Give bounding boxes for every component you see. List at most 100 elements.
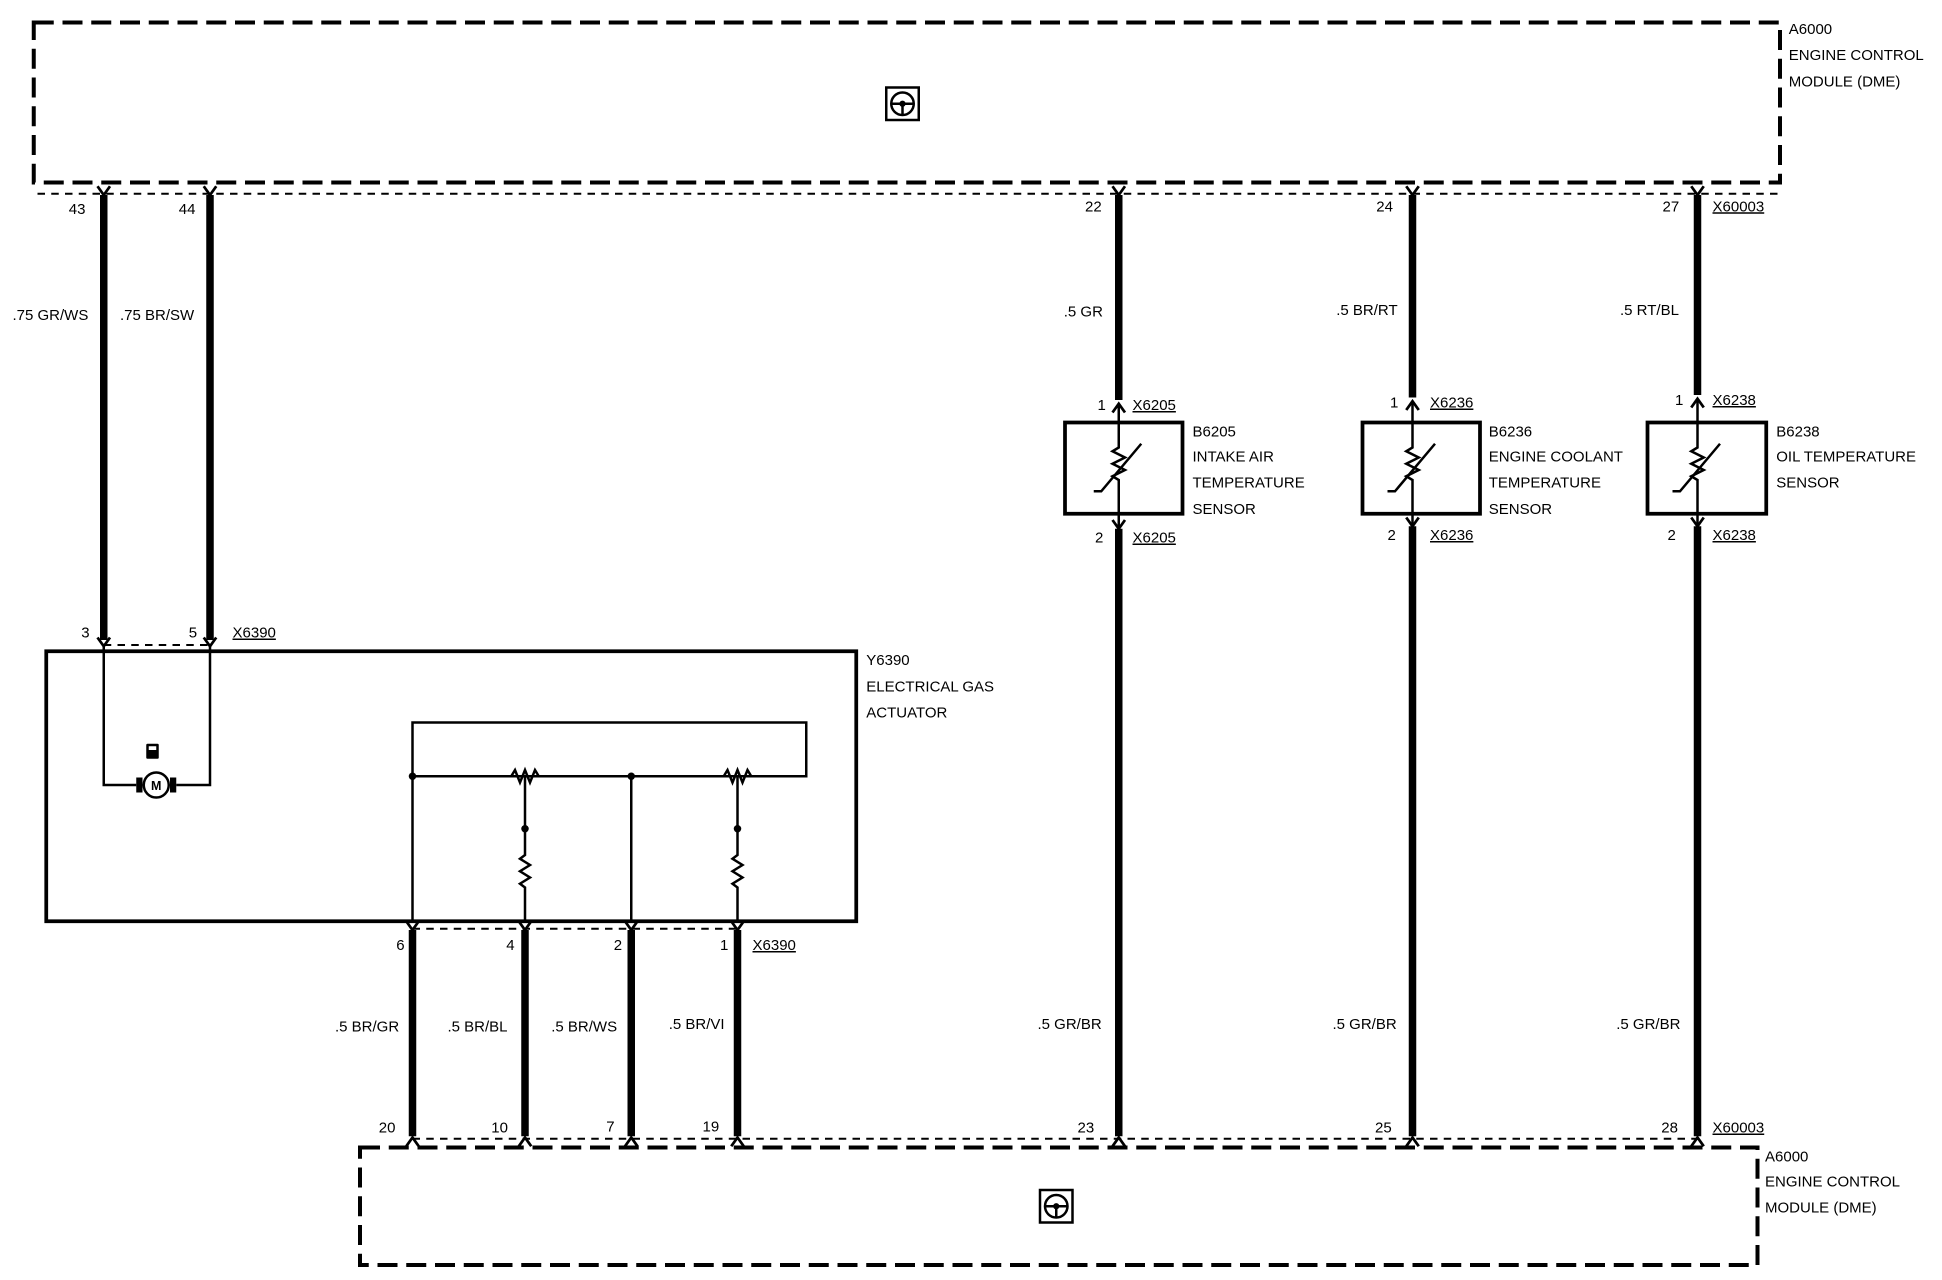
module-name-line1: ENGINE CONTROL <box>1789 47 1924 64</box>
junction-dot <box>408 772 417 780</box>
module-name-line1: ENGINE CONTROL <box>1765 1173 1900 1190</box>
motor-symbol <box>142 771 171 799</box>
motor-brush <box>170 777 177 793</box>
connector-label: X6390 <box>233 625 276 642</box>
wire-color-label: .5 RT/BL <box>1620 302 1679 319</box>
dme-control-unit-icon <box>885 86 921 122</box>
sensor-outline <box>1063 420 1185 516</box>
pin-label: 28 <box>1661 1120 1678 1137</box>
pin-label: 4 <box>506 937 514 954</box>
thermistor-slash <box>1387 442 1436 493</box>
connector-label: X60003 <box>1713 198 1765 215</box>
sensor-name-line: SENSOR <box>1489 501 1553 518</box>
top-module-connector: 43 44 22 24 27 X60003 <box>37 185 1778 218</box>
sensor-id-label: B6205 <box>1193 423 1236 440</box>
bottom-module-connector: 20 10 7 19 23 25 28 X60003 <box>379 1118 1765 1148</box>
engine-control-module-bottom: A6000 ENGINE CONTROL MODULE (DME) <box>358 1145 1900 1267</box>
module-id-label: A6000 <box>1765 1148 1808 1165</box>
pin-label: 2 <box>1668 527 1676 544</box>
icon-spokes <box>1045 1205 1068 1218</box>
wire-color-label: .5 GR <box>1064 303 1103 320</box>
pin-label: 23 <box>1078 1120 1095 1137</box>
junction-dot <box>521 825 529 833</box>
wire-color-label: .5 BR/VI <box>669 1016 725 1033</box>
junction-dot <box>627 772 635 780</box>
potentiometer-block <box>411 721 808 778</box>
connector-label: X6205 <box>1133 397 1176 414</box>
pin-label: 2 <box>614 937 622 954</box>
intake-air-temperature-sensor: .5 GR 1 X6205 B6205 INTAKE AIR TEMPERATU… <box>1038 195 1305 1137</box>
pin-label: 25 <box>1375 1120 1392 1137</box>
pin-label: 20 <box>379 1120 396 1137</box>
thermistor-slash <box>1672 442 1721 493</box>
wire-color-label: .75 BR/SW <box>120 307 195 324</box>
oil-temperature-sensor: .5 RT/BL 1 X6238 B6238 OIL TEMPERATURE S… <box>1616 195 1916 1137</box>
motor-lead <box>176 646 212 787</box>
pin-terminal <box>730 1135 745 1148</box>
connector-label: X60003 <box>1713 1120 1765 1137</box>
pin-terminal <box>405 1135 420 1148</box>
potentiometer-track <box>510 766 540 786</box>
pin-label: 5 <box>189 625 197 642</box>
icon-window <box>148 746 157 750</box>
motor-brush <box>136 777 143 793</box>
connector-label: X6205 <box>1133 530 1176 547</box>
pin-terminal <box>517 1135 533 1148</box>
wire-color-label: .5 BR/BL <box>448 1018 508 1035</box>
icon-body <box>146 743 159 759</box>
pin-label: 1 <box>720 937 728 954</box>
wire-color-label: .75 GR/WS <box>13 307 89 324</box>
wire-color-label: .5 BR/GR <box>335 1018 399 1035</box>
connector-label: X6236 <box>1430 527 1473 544</box>
pin-terminal <box>1405 1135 1420 1148</box>
connector-label: X6238 <box>1713 392 1756 409</box>
module-outline <box>31 20 1783 185</box>
component-name-line2: ACTUATOR <box>866 705 947 722</box>
thermistor-element <box>1403 422 1422 514</box>
pin-label: 1 <box>1675 392 1683 409</box>
engine-coolant-temperature-sensor: .5 BR/RT 1 X6236 B6236 ENGINE COOLANT TE… <box>1333 195 1623 1137</box>
thermistor-element <box>1688 422 1707 514</box>
module-name-line2: MODULE (DME) <box>1765 1200 1877 1217</box>
pin-terminal <box>623 1135 639 1148</box>
sensor-outline <box>1360 420 1482 516</box>
resistor <box>517 776 533 922</box>
module-outline <box>358 1145 1760 1267</box>
sensor-name-line: SENSOR <box>1193 501 1257 518</box>
icon-frame <box>885 86 921 122</box>
wire-color-label: .5 GR/BR <box>1333 1016 1397 1033</box>
pin-label: 22 <box>1085 198 1102 215</box>
icon-frame <box>1038 1188 1074 1224</box>
sensor-name-line: TEMPERATURE <box>1193 475 1305 492</box>
pin-label: 1 <box>1390 395 1398 412</box>
actuator-motor-symbol-icon <box>146 743 159 759</box>
pin-label: 2 <box>1388 527 1396 544</box>
module-to-actuator-wires: .75 GR/WS .75 BR/SW <box>13 195 214 640</box>
motor-lead <box>102 646 137 787</box>
sensor-name-line: ENGINE COOLANT <box>1489 448 1623 465</box>
connector-label: X6238 <box>1713 527 1756 544</box>
icon-spokes <box>891 102 914 115</box>
pin-label: 27 <box>1663 198 1680 215</box>
pin-label: 43 <box>69 201 86 218</box>
module-name-line2: MODULE (DME) <box>1789 73 1901 90</box>
dme-control-unit-icon <box>1038 1188 1074 1224</box>
sensor-name-line: OIL TEMPERATURE <box>1776 448 1916 465</box>
pin-terminal <box>1690 1135 1705 1148</box>
engine-control-module-top: A6000 ENGINE CONTROL MODULE (DME) <box>31 20 1924 185</box>
sensor-name-line: SENSOR <box>1776 475 1840 492</box>
junction-dot <box>733 825 742 833</box>
connector-label: X6236 <box>1430 395 1473 412</box>
pin-label: 7 <box>606 1118 614 1135</box>
sensor-id-label: B6238 <box>1776 423 1819 440</box>
thermistor-element <box>1109 422 1128 514</box>
connector-label: X6390 <box>753 937 796 954</box>
pin-label: 2 <box>1095 530 1103 547</box>
pin-label: 19 <box>703 1118 720 1135</box>
actuator-outline <box>44 649 859 924</box>
wire-color-label: .5 GR/BR <box>1038 1016 1102 1033</box>
motor-label: M <box>151 779 161 793</box>
potentiometer-track <box>722 766 753 786</box>
module-id-label: A6000 <box>1789 21 1832 38</box>
